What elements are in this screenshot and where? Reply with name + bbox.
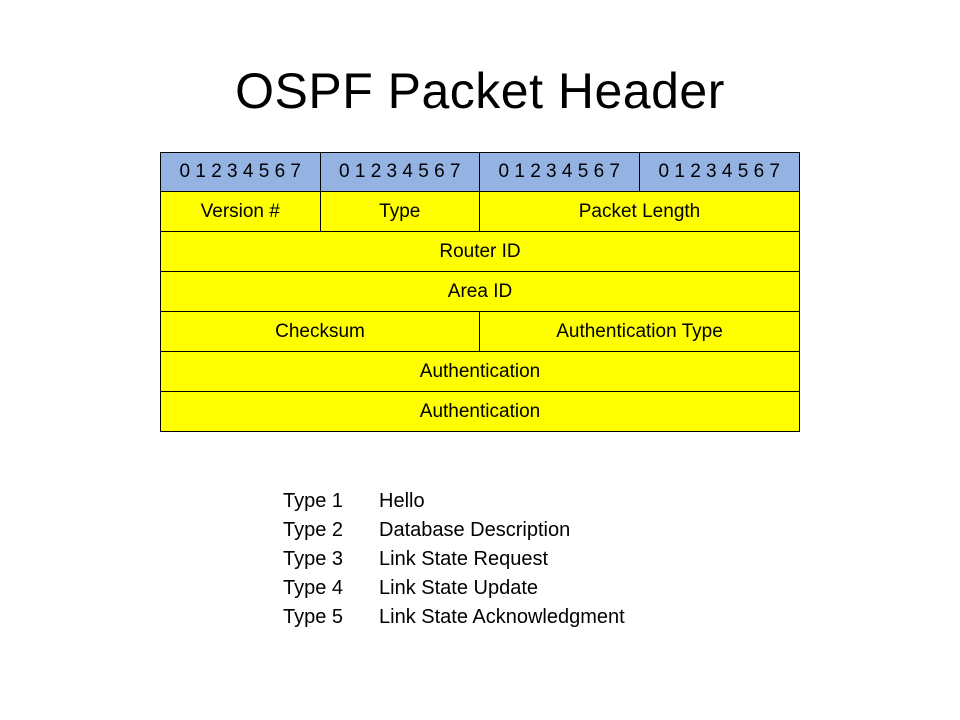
packet-type-code: Type 2: [283, 519, 344, 541]
field-authentication-1: Authentication: [161, 352, 799, 391]
field-router-id: Router ID: [161, 232, 799, 271]
packet-type-name: Hello: [379, 490, 425, 512]
field-area-id: Area ID: [161, 272, 799, 311]
packet-type-code: Type 4: [283, 577, 344, 599]
packet-type-code: Type 5: [283, 606, 344, 628]
packet-type-list: Type 1 Hello Type 2 Database Description…: [283, 487, 625, 632]
row-checksum-authtype: Checksum Authentication Type: [160, 312, 800, 352]
bit-header-octet-2: 0 1 2 3 4 5 6 7: [320, 153, 480, 191]
bit-header-octet-3: 0 1 2 3 4 5 6 7: [480, 153, 640, 191]
bit-header-row: 0 1 2 3 4 5 6 7 0 1 2 3 4 5 6 7 0 1 2 3 …: [160, 152, 800, 192]
packet-type-code: Type 1: [283, 490, 344, 512]
packet-type-code: Type 3: [283, 548, 344, 570]
packet-type-name: Link State Request: [379, 548, 548, 570]
field-checksum: Checksum: [161, 312, 480, 351]
row-version-type-length: Version # Type Packet Length: [160, 192, 800, 232]
row-router-id: Router ID: [160, 232, 800, 272]
packet-type-item: Type 1 Hello: [283, 487, 625, 516]
packet-type-item: Type 2 Database Description: [283, 516, 625, 545]
page-title: OSPF Packet Header: [235, 63, 725, 119]
field-authentication-type: Authentication Type: [480, 312, 799, 351]
field-authentication-2: Authentication: [161, 392, 799, 431]
field-type: Type: [320, 192, 480, 231]
row-area-id: Area ID: [160, 272, 800, 312]
packet-type-item: Type 5 Link State Acknowledgment: [283, 603, 625, 632]
packet-type-name: Database Description: [379, 519, 571, 541]
row-authentication-1: Authentication: [160, 352, 800, 392]
packet-type-name: Link State Update: [379, 577, 538, 599]
packet-type-item: Type 3 Link State Request: [283, 545, 625, 574]
row-authentication-2: Authentication: [160, 392, 800, 432]
field-packet-length: Packet Length: [480, 192, 799, 231]
packet-type-name: Link State Acknowledgment: [379, 606, 625, 628]
packet-type-item: Type 4 Link State Update: [283, 574, 625, 603]
bit-header-octet-4: 0 1 2 3 4 5 6 7: [639, 153, 799, 191]
field-version: Version #: [161, 192, 321, 231]
bit-header-octet-1: 0 1 2 3 4 5 6 7: [161, 153, 321, 191]
packet-header-table: 0 1 2 3 4 5 6 7 0 1 2 3 4 5 6 7 0 1 2 3 …: [160, 152, 800, 432]
